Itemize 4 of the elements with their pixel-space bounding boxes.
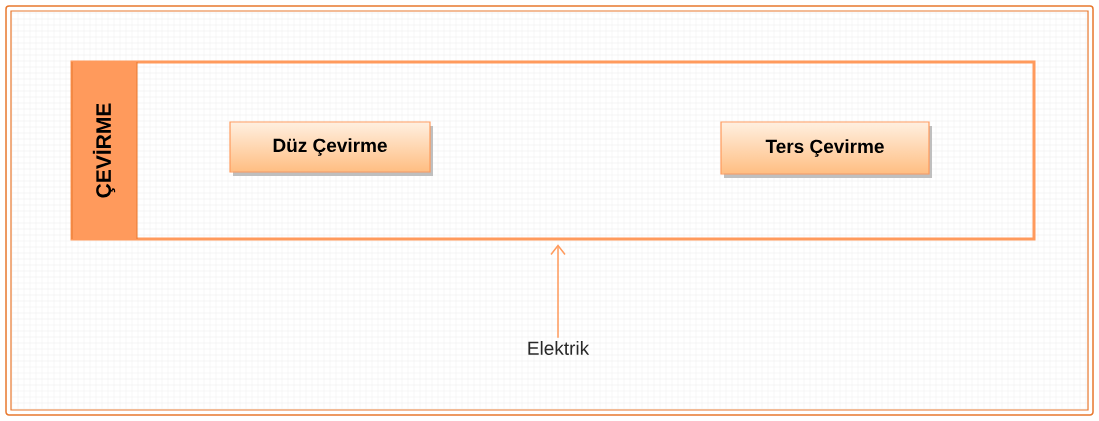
process-box: Düz Çevirme	[229, 121, 433, 176]
process-box: Ters Çevirme	[720, 121, 932, 178]
arrow	[550, 244, 566, 339]
bare-label: Elektrik	[528, 341, 590, 355]
